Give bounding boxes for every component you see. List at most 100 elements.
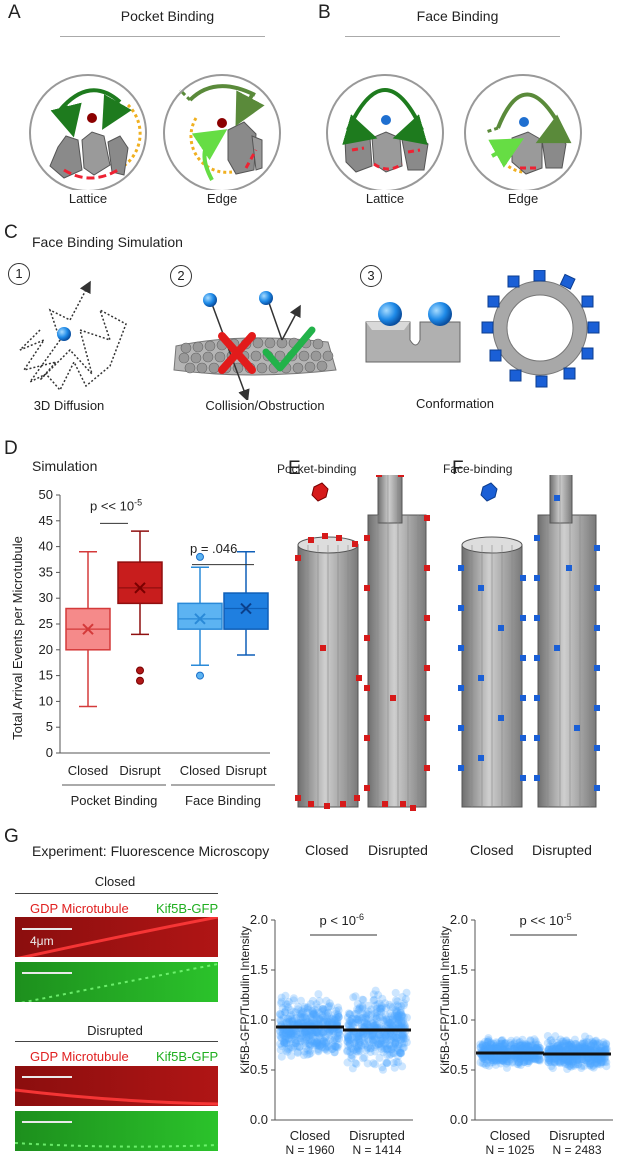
scatter-point [483, 1037, 492, 1046]
scatter-point [353, 999, 362, 1008]
scatter-point [518, 1053, 527, 1062]
scatter-point [502, 1055, 511, 1064]
scatter-point [352, 1059, 361, 1068]
scatter-point [494, 1054, 503, 1063]
scatter-point [559, 1054, 568, 1063]
scatter-point [345, 1010, 354, 1019]
pocket-lattice-diagram [29, 74, 147, 190]
scatter-point [357, 1022, 366, 1031]
scatter-point [490, 1043, 499, 1052]
face-binder-icon [480, 482, 498, 502]
scatter-point [352, 1042, 361, 1051]
scatter-point [494, 1043, 503, 1052]
scatter-point [281, 1008, 290, 1017]
panel-label-f: F [452, 458, 464, 479]
scatter-point [506, 1044, 515, 1053]
scatter-point [398, 1032, 407, 1041]
scatter-point [362, 1046, 371, 1055]
scatter-point [362, 1030, 371, 1039]
scatter-point [330, 1036, 339, 1045]
disrupted-red-image [15, 1066, 218, 1106]
scatter-point [586, 1046, 595, 1055]
boxplot-ytick-label: 15 [39, 668, 53, 683]
scatter-point [516, 1054, 525, 1063]
scatter-point [355, 1038, 364, 1047]
scatter-point [372, 1019, 381, 1028]
scatter-point [312, 1014, 321, 1023]
scatter-point [521, 1040, 530, 1049]
scatter-point [375, 1006, 384, 1015]
scatter-point [311, 1034, 320, 1043]
scatter-point [312, 1038, 321, 1047]
scatter-n-label: N = 1414 [352, 1143, 401, 1157]
scatter-point [582, 1056, 591, 1065]
scatter-point [502, 1063, 511, 1072]
scatter-point [552, 1045, 561, 1054]
scatter-point [368, 1031, 377, 1040]
scatter-point [353, 1015, 362, 1024]
scatter-point [306, 1046, 315, 1055]
scatter-point [507, 1041, 516, 1050]
scatter-point [300, 1002, 309, 1011]
scatter-point [321, 1045, 330, 1054]
scatter-point [370, 1033, 379, 1042]
scatter-point [523, 1053, 532, 1062]
scatter-point [490, 1056, 499, 1065]
scatter-point [491, 1060, 500, 1069]
scatter-category-label: Disrupted [349, 1128, 405, 1143]
scatter-point [598, 1058, 607, 1067]
scatter-point [379, 1017, 388, 1026]
boxplot-ytick-label: 25 [39, 616, 53, 631]
scatter-point [500, 1039, 509, 1048]
scatter-point [564, 1057, 573, 1066]
scatter-point [292, 1014, 301, 1023]
scatter-point [565, 1038, 574, 1047]
scatter-point [389, 1032, 398, 1041]
scatter-point [554, 1056, 563, 1065]
boxplot-ytick-label: 0 [46, 745, 53, 760]
boxplot-ytick-label: 20 [39, 642, 53, 657]
scatter-point [567, 1062, 576, 1071]
scatter-point [533, 1055, 542, 1064]
scatter-point [597, 1056, 606, 1065]
scatter-point [364, 1007, 373, 1016]
scatter-point [481, 1041, 490, 1050]
scatter-category-label: Closed [290, 1128, 330, 1143]
scatter-point [387, 1045, 396, 1054]
scatter-point [343, 1030, 352, 1039]
scatter-point [395, 1048, 404, 1057]
scatter-point [561, 1041, 570, 1050]
scatter-point [487, 1053, 496, 1062]
scatter-point [572, 1041, 581, 1050]
scatter-point [354, 1035, 363, 1044]
scatter-point [570, 1044, 579, 1053]
scatter-point [595, 1039, 604, 1048]
scatter-point [302, 1035, 311, 1044]
scatter-point [375, 1030, 384, 1039]
scatter-point [394, 1011, 403, 1020]
scatter-point [307, 1030, 316, 1039]
scatter-point [386, 1019, 395, 1028]
scatter-point [385, 1040, 394, 1049]
scatter-point [389, 1003, 398, 1012]
scatter-point [391, 1006, 400, 1015]
g-title: Experiment: Fluorescence Microscopy [32, 843, 270, 859]
scatter-point [305, 1027, 314, 1036]
scatter-point [498, 1044, 507, 1053]
scatter-point [365, 1022, 374, 1031]
scatter-point [390, 1063, 399, 1072]
scatter-point [533, 1041, 542, 1050]
box-outlier [136, 666, 144, 675]
scatter-point [544, 1058, 553, 1067]
scatter-point [284, 1026, 293, 1035]
scatter-point [296, 1037, 305, 1046]
scatter-point [584, 1038, 593, 1047]
scatter-point [593, 1059, 602, 1068]
scatter-point [573, 1046, 582, 1055]
scatter-point [589, 1039, 598, 1048]
scatter-point [314, 1046, 323, 1055]
scatter-point [513, 1060, 522, 1069]
scatter-point [570, 1053, 579, 1062]
disrupted-red-label: GDP Microtubule [30, 1049, 129, 1064]
scatter-point [569, 1061, 578, 1070]
